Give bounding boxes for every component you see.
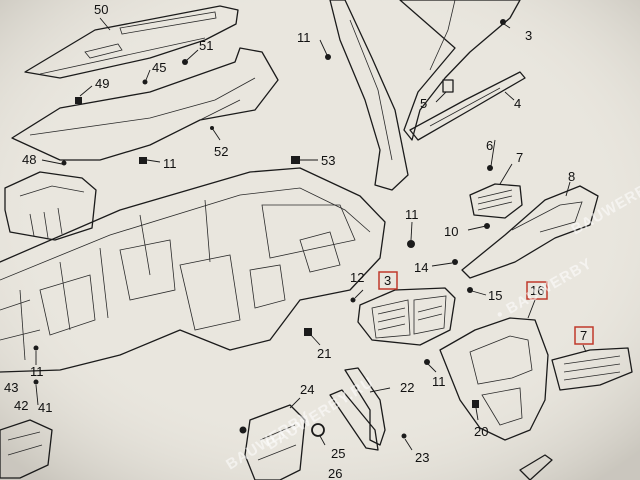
fastener-11-left — [33, 379, 39, 385]
fastener-23 — [401, 433, 407, 439]
callout-3-boxed: 3 — [384, 273, 391, 288]
part-16-center-bezel — [439, 299, 549, 441]
part-pillar-trim — [329, 0, 521, 191]
part-lower-right-strip — [519, 454, 553, 480]
callout-4: 4 — [514, 96, 521, 111]
fastener-45 — [142, 79, 148, 85]
part-22-column-trim — [329, 367, 391, 451]
callout-50: 50 — [94, 2, 108, 17]
callout-21: 21 — [317, 346, 331, 361]
callout-20: 20 — [474, 424, 488, 439]
part-24-lower-trim — [244, 397, 306, 480]
callout-11-right: 11 — [405, 207, 419, 222]
callout-labels: 50 51 45 49 11 3 5 4 48 11 52 53 6 7 8 1… — [4, 2, 594, 480]
fastener-15 — [467, 287, 473, 293]
fastener-10 — [484, 223, 490, 229]
fastener-14 — [452, 259, 458, 265]
fastener-43 — [33, 345, 39, 351]
fastener-53 — [291, 156, 300, 164]
callout-15: 15 — [488, 288, 502, 303]
fastener-11-mid — [139, 157, 147, 164]
callout-5: 5 — [420, 96, 427, 111]
callout-23: 23 — [415, 450, 429, 465]
callout-53: 53 — [321, 153, 335, 168]
callout-16-boxed: 16 — [530, 283, 544, 298]
part-5-clip — [435, 79, 454, 103]
part-7-vent-upper — [469, 163, 523, 219]
callout-6: 6 — [486, 138, 493, 153]
part-48-module — [4, 159, 97, 241]
fastener-49 — [75, 97, 82, 104]
fastener-20 — [472, 400, 479, 408]
callout-10: 10 — [444, 224, 458, 239]
callout-41: 41 — [38, 400, 52, 415]
callout-26: 26 — [328, 466, 342, 480]
fastener-51 — [182, 59, 188, 65]
callout-42: 42 — [14, 398, 28, 413]
part-8-right-bezel — [461, 181, 599, 279]
fastener-24 — [239, 426, 247, 434]
callout-11-mid: 11 — [163, 156, 177, 171]
fastener-21 — [304, 328, 312, 336]
callout-43: 43 — [4, 380, 18, 395]
callout-11-lower: 11 — [432, 374, 446, 389]
leader-lines — [35, 23, 511, 451]
callout-14: 14 — [414, 260, 428, 275]
callout-11-top: 11 — [297, 30, 311, 45]
callout-7-upper: 7 — [516, 150, 523, 165]
fastener-25 — [311, 423, 325, 437]
callout-11-left: 11 — [30, 364, 44, 379]
part-7-right-vent — [551, 344, 633, 391]
callout-45: 45 — [152, 60, 166, 75]
fastener-11-top — [325, 54, 331, 60]
part-52-upper-trim — [11, 47, 279, 161]
callout-16-box-frame — [526, 281, 548, 300]
part-4-strip — [409, 71, 526, 141]
callout-49: 49 — [95, 76, 109, 91]
fastener-12 — [350, 297, 356, 303]
callout-51: 51 — [199, 38, 213, 53]
fastener-11-right — [407, 240, 415, 248]
fastener-11-lower — [424, 359, 430, 365]
callout-25: 25 — [331, 446, 345, 461]
callout-24: 24 — [300, 382, 314, 397]
fasteners — [33, 54, 490, 439]
part-41-knee-trim — [0, 419, 53, 479]
callout-22: 22 — [400, 380, 414, 395]
callout-7-box-frame — [574, 326, 594, 345]
callout-7-boxed: 7 — [580, 328, 587, 343]
callout-8: 8 — [568, 169, 575, 184]
callout-48: 48 — [22, 152, 36, 167]
callout-3-top: 3 — [525, 28, 532, 43]
callout-3-box-frame — [378, 271, 398, 290]
part-main-frame — [0, 167, 386, 373]
callout-12: 12 — [350, 270, 364, 285]
part-3-center-vent — [357, 287, 456, 346]
callout-52: 52 — [214, 144, 228, 159]
part-50-defrost-panel — [24, 5, 239, 79]
